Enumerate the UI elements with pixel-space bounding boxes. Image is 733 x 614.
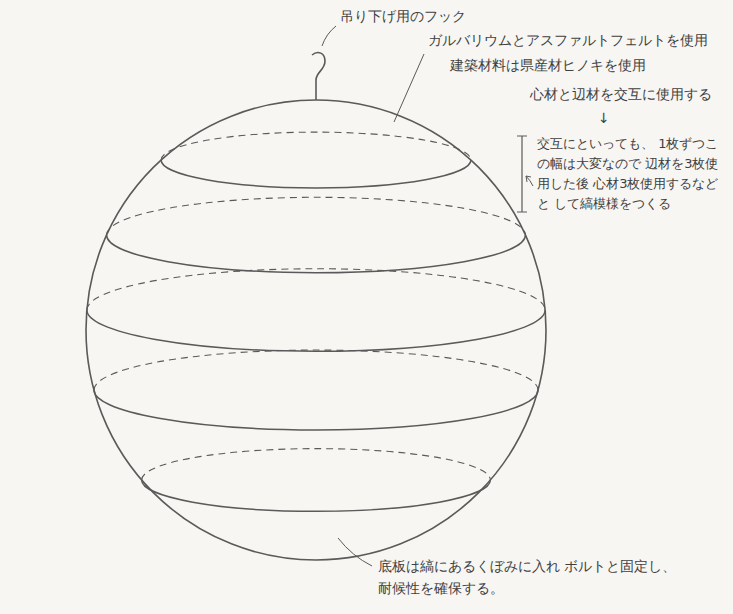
band-front-edge [161,160,471,188]
leader-line [322,26,336,46]
band-back-edge [142,449,491,480]
band-front-edge [142,480,491,511]
band-front-edge [107,235,526,273]
hook-symbol [312,53,325,100]
material-note: 心材と辺材を交互に使用する [530,84,725,106]
leader-line [338,538,372,566]
arrow-symbol: ↓ [598,108,618,130]
sphere-outline [86,100,546,560]
band-front-edge [94,390,538,430]
leader-line [394,54,424,122]
band-back-edge [87,269,545,310]
stripe-note: 交互にといっても、 1枚ずつこの幅は大変なので 辺材を3枚使用した後 心材3枚使… [537,134,725,215]
band-back-edge [107,197,526,235]
bracket [517,136,527,212]
band-front-edge [87,310,545,351]
base-note: 底板は縞にあるくぼみに入れ ボルトと固定し、耐候性を確保する。 [378,556,678,599]
hook-label: 吊り下げ用のフック [340,6,490,28]
pointer-arrow [526,176,533,186]
band-back-edge [94,350,538,390]
material-note: 建築材料は県産材ヒノキを使用 [450,55,680,77]
band-back-edge [161,132,471,160]
material-note: ガルバリウムとアスファルトフェルトを使用 [428,30,723,52]
